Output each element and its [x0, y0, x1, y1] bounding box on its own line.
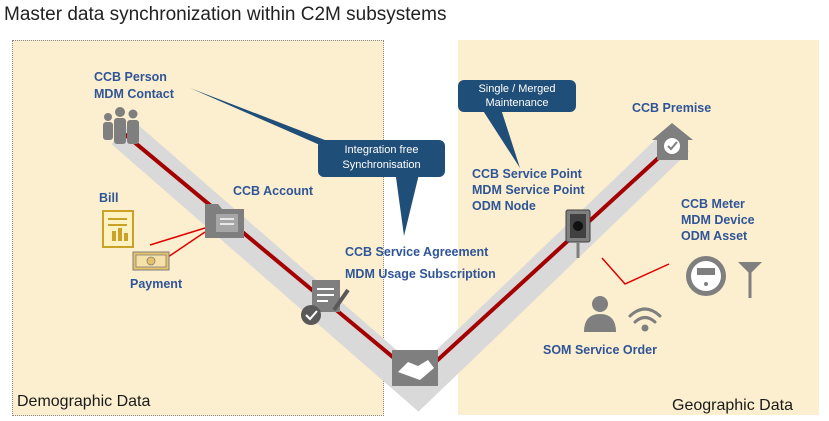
bill-icon — [102, 210, 134, 248]
payment-connector — [167, 231, 206, 258]
service-point-label-1: CCB Service Point — [472, 167, 582, 181]
maintenance-callout-line1: Single / Merged — [478, 83, 556, 95]
integration-callout-line2: Synchronisation — [342, 159, 421, 171]
maintenance-callout-line2: Maintenance — [485, 97, 549, 109]
asset-pole-icon — [738, 262, 762, 298]
geographic-data-label: Geographic Data — [672, 397, 793, 414]
service-agreement-label-2: MDM Usage Subscription — [345, 267, 496, 281]
handshake-icon — [392, 350, 438, 386]
payment-label: Payment — [130, 277, 183, 291]
service-agreement-icon — [301, 280, 350, 325]
bill-connector — [149, 227, 206, 246]
meter-label-2: MDM Device — [681, 213, 755, 227]
account-folder-icon — [205, 204, 244, 238]
person-icon — [103, 107, 139, 144]
service-agreement-label-1: CCB Service Agreement — [345, 245, 489, 259]
service-order-connector — [601, 257, 670, 285]
meter-label-1: CCB Meter — [681, 197, 745, 211]
payment-icon — [132, 251, 170, 271]
maintenance-callout-box — [458, 80, 576, 112]
person-label-2: MDM Contact — [94, 87, 174, 101]
service-point-label-2: MDM Service Point — [472, 183, 585, 197]
premise-label: CCB Premise — [632, 101, 712, 115]
bill-label: Bill — [99, 191, 119, 205]
service-point-device-icon — [565, 209, 591, 258]
premise-house-icon — [652, 123, 693, 160]
integration-callout-pointer — [190, 88, 345, 156]
meter-label-3: ODM Asset — [681, 229, 748, 243]
integration-callout-line1: Integration free — [344, 144, 419, 156]
account-label: CCB Account — [233, 184, 314, 198]
service-order-worker-icon — [584, 296, 616, 332]
service-point-label-3: ODM Node — [472, 199, 536, 213]
integration-callout-box — [318, 140, 445, 177]
demographic-panel — [12, 40, 384, 416]
person-label-1: CCB Person — [94, 70, 167, 84]
service-order-label: SOM Service Order — [543, 343, 657, 357]
meter-icon — [686, 256, 726, 296]
page-title: Master data synchronization within C2M s… — [4, 4, 447, 25]
wifi-icon — [628, 307, 662, 332]
integration-callout-tail — [395, 170, 420, 236]
maintenance-callout-tail — [480, 106, 520, 168]
demographic-data-label: Demographic Data — [17, 393, 151, 410]
